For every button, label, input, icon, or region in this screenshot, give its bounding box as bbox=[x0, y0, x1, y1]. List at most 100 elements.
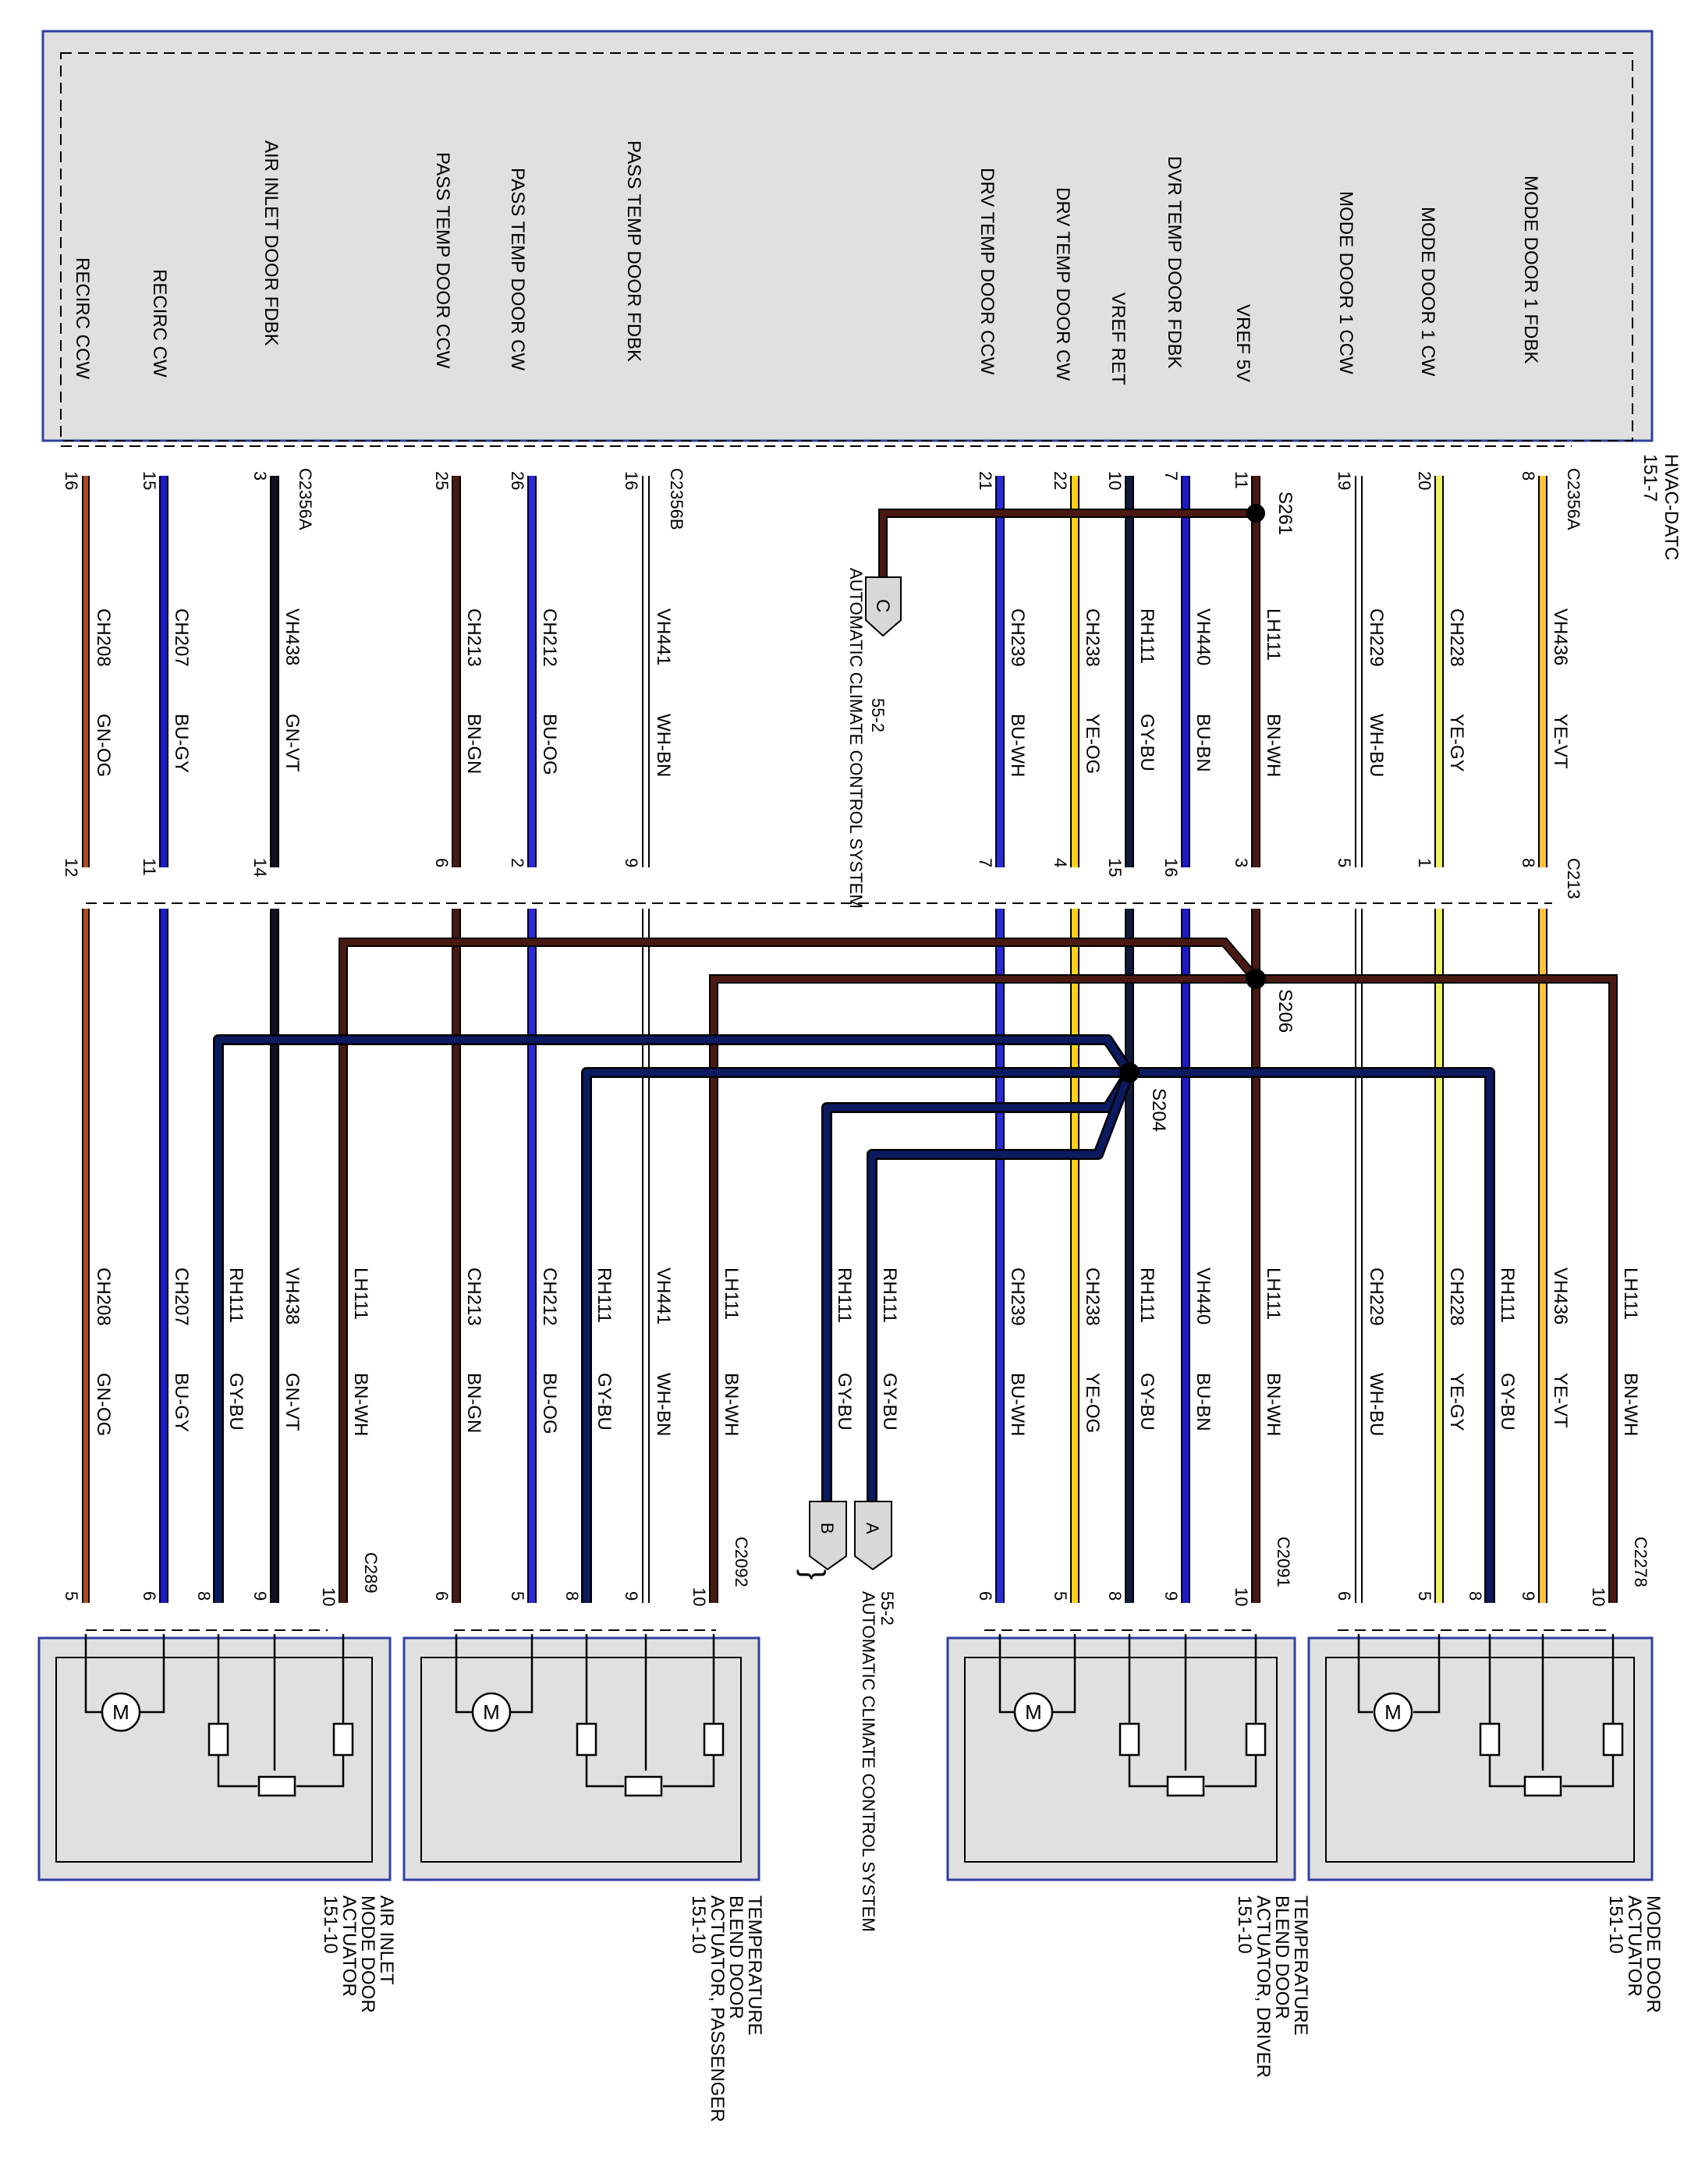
s261-branch bbox=[878, 504, 1265, 577]
motor-symbols: M M M M bbox=[101, 1692, 1413, 1732]
svg-text:MODE DOOR: MODE DOOR bbox=[357, 1895, 378, 2013]
svg-text:BN-WH: BN-WH bbox=[721, 1373, 742, 1436]
svg-text:BU-BN: BU-BN bbox=[1193, 714, 1214, 772]
svg-text:YE-OG: YE-OG bbox=[1082, 714, 1103, 774]
acc-ref-ab: B A } 55-2 AUTOMATIC CLIMATE CONTROL SYS… bbox=[796, 1501, 897, 1932]
svg-text:GY-BU: GY-BU bbox=[1136, 1373, 1157, 1431]
svg-text:C2278: C2278 bbox=[1631, 1537, 1650, 1587]
signal-label: MODE DOOR 1 FDBK bbox=[1520, 176, 1541, 363]
svg-text:RH111: RH111 bbox=[879, 1268, 900, 1323]
svg-text:11: 11 bbox=[1232, 471, 1251, 489]
svg-text:9: 9 bbox=[250, 1591, 270, 1601]
svg-text:26: 26 bbox=[508, 471, 527, 490]
svg-text:CH207: CH207 bbox=[171, 608, 192, 667]
svg-text:C289: C289 bbox=[361, 1552, 381, 1594]
svg-text:5: 5 bbox=[1335, 858, 1354, 867]
svg-text:CH228: CH228 bbox=[1446, 608, 1467, 667]
svg-text:9: 9 bbox=[622, 1591, 641, 1601]
svg-text:M: M bbox=[1025, 1700, 1042, 1724]
signal-label: DRV TEMP DOOR CW bbox=[1052, 187, 1073, 381]
svg-text:6: 6 bbox=[976, 1591, 995, 1601]
svg-text:AIR INLET: AIR INLET bbox=[376, 1895, 397, 1985]
svg-text:VH436: VH436 bbox=[1550, 608, 1571, 665]
signal-label: MODE DOOR 1 CW bbox=[1417, 207, 1438, 377]
svg-text:19: 19 bbox=[1335, 471, 1354, 490]
svg-text:8: 8 bbox=[1466, 1591, 1485, 1601]
actuator-titles: AIR INLET MODE DOOR ACTUATOR 151-10 TEMP… bbox=[320, 1895, 1664, 2122]
svg-text:12: 12 bbox=[62, 858, 81, 877]
s206-branch bbox=[339, 938, 1618, 1603]
svg-text:151-10: 151-10 bbox=[320, 1895, 341, 1954]
svg-text:M: M bbox=[483, 1700, 500, 1724]
svg-text:TEMPERATURE: TEMPERATURE bbox=[744, 1895, 765, 2036]
svg-text:151-10: 151-10 bbox=[688, 1895, 709, 1954]
svg-text:C2356A: C2356A bbox=[296, 468, 315, 530]
svg-text:2: 2 bbox=[508, 858, 527, 867]
svg-text:C2356A: C2356A bbox=[1564, 468, 1583, 530]
svg-text:LH111: LH111 bbox=[350, 1268, 371, 1320]
s204-branch bbox=[213, 1034, 1495, 1603]
svg-text:20: 20 bbox=[1415, 471, 1434, 490]
svg-text:B: B bbox=[817, 1523, 837, 1534]
actuator-air-inlet bbox=[37, 1636, 392, 1881]
svg-text:A: A bbox=[863, 1523, 882, 1534]
svg-text:16: 16 bbox=[1161, 858, 1181, 877]
svg-text:4: 4 bbox=[1051, 858, 1070, 867]
svg-text:BN-GN: BN-GN bbox=[463, 714, 484, 774]
actuator-temp-passenger bbox=[402, 1636, 760, 1881]
svg-text:GN-VT: GN-VT bbox=[282, 714, 303, 772]
motor-icon: M bbox=[1373, 1692, 1413, 1732]
svg-text:YE-GY: YE-GY bbox=[1446, 1373, 1467, 1431]
svg-text:9: 9 bbox=[1519, 1591, 1538, 1601]
svg-text:GY-BU: GY-BU bbox=[225, 1373, 246, 1431]
svg-text:151-7: 151-7 bbox=[1640, 454, 1661, 502]
motor-icon: M bbox=[471, 1692, 512, 1732]
svg-text:GY-BU: GY-BU bbox=[834, 1373, 855, 1431]
upper-wires bbox=[82, 476, 1547, 867]
splice-s261: S261 bbox=[1274, 491, 1296, 535]
svg-text:6: 6 bbox=[1335, 1591, 1354, 1601]
hvac-module bbox=[41, 30, 1654, 442]
svg-text:VH441: VH441 bbox=[653, 608, 674, 665]
lower-wires bbox=[82, 909, 1547, 1603]
svg-text:GN-VT: GN-VT bbox=[282, 1373, 303, 1431]
svg-text:22: 22 bbox=[1051, 471, 1070, 490]
svg-text:CH207: CH207 bbox=[171, 1268, 192, 1326]
svg-text:LH111: LH111 bbox=[1263, 1268, 1284, 1320]
signal-label: DVR TEMP DOOR FDBK bbox=[1164, 156, 1185, 368]
svg-text:16: 16 bbox=[62, 471, 81, 490]
svg-text:BN-WH: BN-WH bbox=[1263, 714, 1284, 777]
actuator-pin-numbers: 5 6 8 9 10 C289 6 5 8 9 10 C2092 6 5 8 9… bbox=[62, 1537, 1650, 1606]
svg-text:BU-BN: BU-BN bbox=[1193, 1373, 1214, 1431]
actuator-temp-driver bbox=[946, 1636, 1296, 1881]
signal-label: PASS TEMP DOOR FDBK bbox=[623, 140, 644, 362]
svg-text:C2356B: C2356B bbox=[667, 468, 686, 530]
svg-text:WH-BN: WH-BN bbox=[653, 1373, 674, 1436]
motor-icon: M bbox=[1013, 1692, 1054, 1732]
svg-text:YE-GY: YE-GY bbox=[1446, 714, 1467, 772]
svg-text:TEMPERATURE: TEMPERATURE bbox=[1290, 1895, 1311, 2036]
svg-text:ACTUATOR: ACTUATOR bbox=[1624, 1895, 1645, 1997]
svg-text:BN-WH: BN-WH bbox=[1620, 1373, 1641, 1436]
svg-text:10: 10 bbox=[1105, 471, 1125, 490]
svg-text:GY-BU: GY-BU bbox=[594, 1373, 615, 1431]
svg-text:BU-GY: BU-GY bbox=[171, 1373, 192, 1432]
svg-text:11: 11 bbox=[140, 858, 159, 876]
svg-text:RH111: RH111 bbox=[594, 1268, 615, 1323]
svg-text:25: 25 bbox=[432, 471, 452, 490]
svg-text:RH111: RH111 bbox=[1136, 1268, 1157, 1323]
svg-text:8: 8 bbox=[562, 1591, 582, 1601]
svg-text:10: 10 bbox=[319, 1587, 339, 1606]
svg-text:CH212: CH212 bbox=[539, 608, 560, 667]
svg-text:GN-OG: GN-OG bbox=[93, 714, 114, 777]
splice-s206: S206 bbox=[1274, 989, 1296, 1033]
module-signal-labels: RECIRC CCW RECIRC CW AIR INLET DOOR FDBK… bbox=[72, 140, 1541, 385]
signal-label: RECIRC CW bbox=[149, 269, 170, 378]
svg-text:14: 14 bbox=[250, 858, 270, 877]
svg-text:CH239: CH239 bbox=[1007, 1268, 1028, 1326]
svg-text:8: 8 bbox=[1519, 858, 1538, 867]
acc-ref-title-line: AUTOMATIC CLIMATE CONTROL SYSTEM bbox=[846, 568, 866, 909]
svg-text:GY-BU: GY-BU bbox=[1497, 1373, 1518, 1431]
actuator-internals bbox=[84, 1634, 1624, 1797]
